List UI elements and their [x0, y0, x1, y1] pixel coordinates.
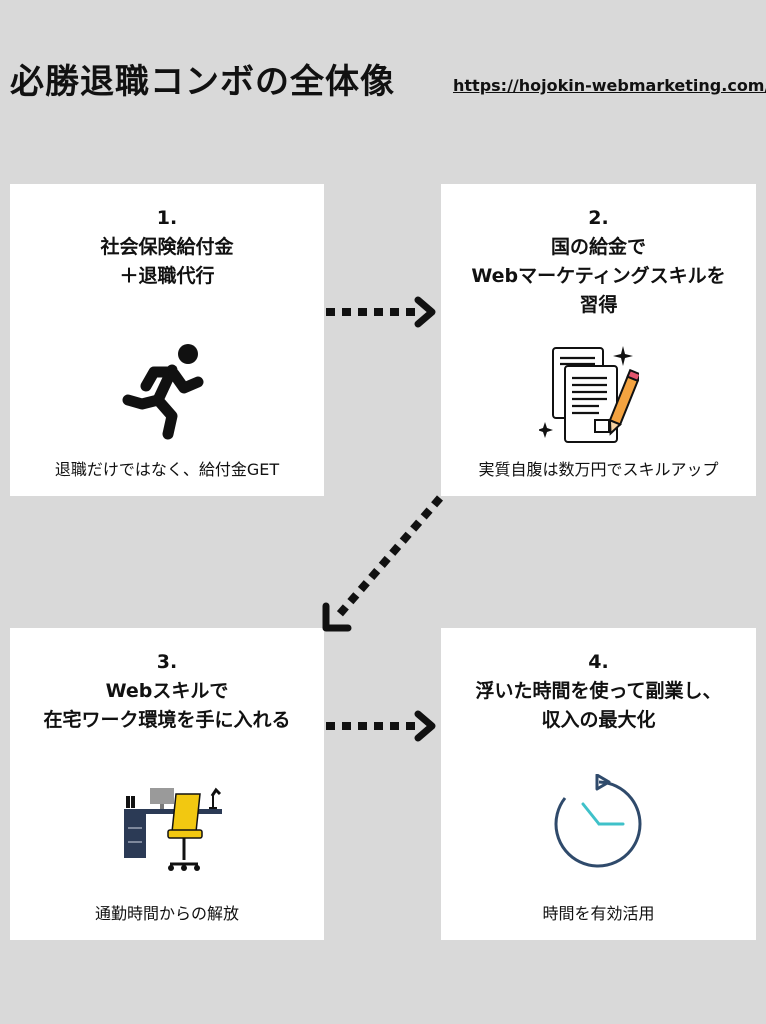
- documents-pencil-icon: [539, 346, 639, 443]
- arrow-step2-to-step3: [322, 495, 444, 632]
- step-heading: 3. Webスキルで 在宅ワーク環境を手に入れる: [10, 648, 324, 735]
- step-line: ＋退職代行: [119, 265, 215, 287]
- step-heading: 4. 浮いた時間を使って副業し、 収入の最大化: [441, 648, 756, 735]
- clock-icon: [554, 774, 642, 868]
- step-line: 収入の最大化: [541, 709, 656, 731]
- step-number: 4.: [588, 651, 609, 673]
- step-line: 習得: [579, 294, 618, 316]
- arrow-step1-to-step2: [326, 296, 436, 328]
- step-caption: 通勤時間からの解放: [94, 904, 239, 923]
- running-person-icon: [122, 344, 204, 440]
- step-card-2: 2. 国の給金で Webマーケティングスキルを 習得 実質自腹は数万円でスキルア…: [441, 184, 756, 496]
- step-number: 1.: [156, 207, 178, 229]
- step-card-1: 1. 社会保険給付金 ＋退職代行 退職だけではなく、給付金GET: [10, 184, 324, 496]
- step-line: 在宅ワーク環境を手に入れる: [43, 709, 291, 731]
- step-line: 社会保険給付金: [100, 236, 234, 258]
- step-heading: 2. 国の給金で Webマーケティングスキルを 習得: [441, 204, 756, 320]
- step-line: Webスキルで: [105, 680, 229, 702]
- step-caption: 時間を有効活用: [542, 904, 655, 923]
- source-url-link[interactable]: https://hojokin-webmarketing.com/: [453, 76, 766, 95]
- step-number: 2.: [588, 207, 609, 229]
- step-card-3: 3. Webスキルで 在宅ワーク環境を手に入れる 通勤時間からの解放: [10, 628, 324, 940]
- step-caption: 実質自腹は数万円でスキルアップ: [478, 460, 719, 479]
- step-caption: 退職だけではなく、給付金GET: [54, 460, 280, 479]
- step-card-4: 4. 浮いた時間を使って副業し、 収入の最大化 時間を有効活用: [441, 628, 756, 940]
- step-line: 国の給金で: [550, 236, 646, 258]
- desk-chair-icon: [124, 787, 222, 871]
- arrow-step3-to-step4: [326, 710, 436, 742]
- step-number: 3.: [156, 651, 178, 673]
- step-line: 浮いた時間を使って副業し、: [475, 680, 722, 702]
- step-heading: 1. 社会保険給付金 ＋退職代行: [10, 204, 324, 291]
- step-line: Webマーケティングスキルを: [471, 265, 726, 287]
- page-title: 必勝退職コンボの全体像: [10, 62, 395, 102]
